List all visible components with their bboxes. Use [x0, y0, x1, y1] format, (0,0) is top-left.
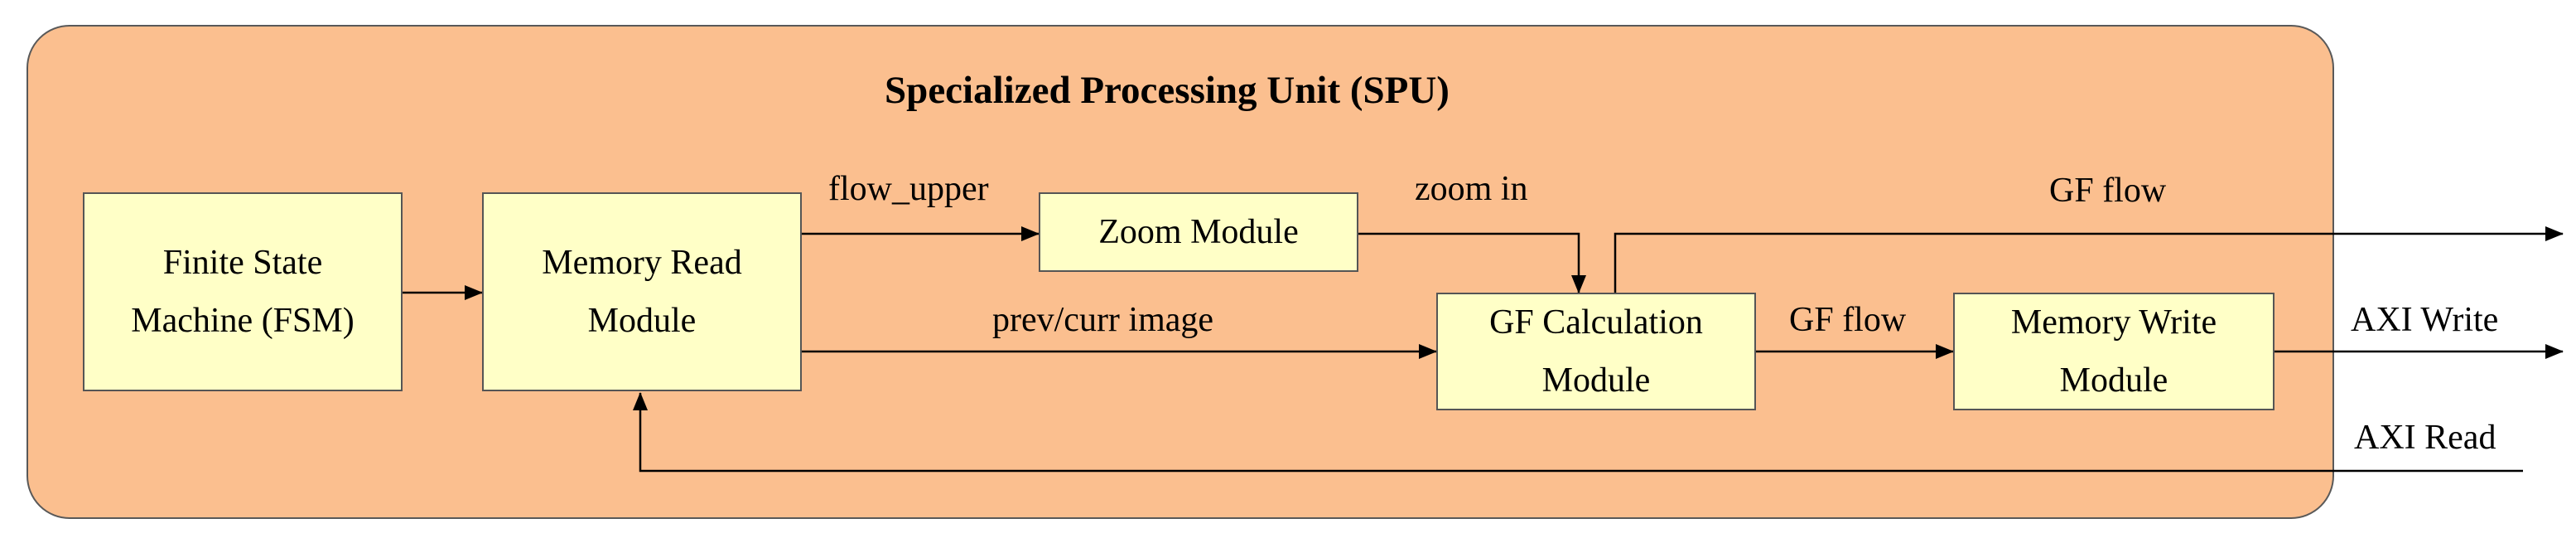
fsm-block: Finite State Machine (FSM) [83, 192, 403, 391]
memory-read-label-line-2: Module [587, 302, 697, 340]
fsm-label-line-2: Machine (FSM) [131, 302, 355, 340]
label-axi-write: AXI Write [2351, 301, 2499, 339]
label-gf-flow-top: GF flow [2049, 172, 2167, 210]
label-zoom-in: zoom in [1415, 170, 1528, 208]
memory-write-block: Memory Write Module [1953, 293, 2275, 410]
spu-container [27, 25, 2334, 519]
label-flow-upper: flow_upper [828, 170, 989, 208]
diagram-title: Specialized Processing Unit (SPU) [885, 69, 1450, 112]
gf-calculation-block: GF Calculation Module [1436, 293, 1756, 410]
fsm-label-line-1: Finite State [162, 244, 323, 282]
memory-read-block: Memory Read Module [482, 192, 802, 391]
gf-calculation-label-line-1: GF Calculation [1489, 303, 1703, 342]
memory-write-label-line-2: Module [2059, 361, 2168, 400]
memory-write-label-line-1: Memory Write [2010, 303, 2217, 342]
label-axi-read: AXI Read [2354, 419, 2496, 457]
edge-gf-flow-out [1614, 226, 2564, 293]
gf-calculation-label-line-2: Module [1541, 361, 1651, 400]
label-gf-flow-mid: GF flow [1789, 301, 1907, 339]
zoom-block: Zoom Module [1039, 192, 1358, 272]
label-prev-curr-image: prev/curr image [992, 301, 1214, 339]
zoom-label: Zoom Module [1098, 213, 1299, 251]
edge-zoom-in [1358, 232, 1586, 293]
memory-read-label-line-1: Memory Read [542, 244, 742, 282]
edge-axi-read [633, 392, 2523, 473]
